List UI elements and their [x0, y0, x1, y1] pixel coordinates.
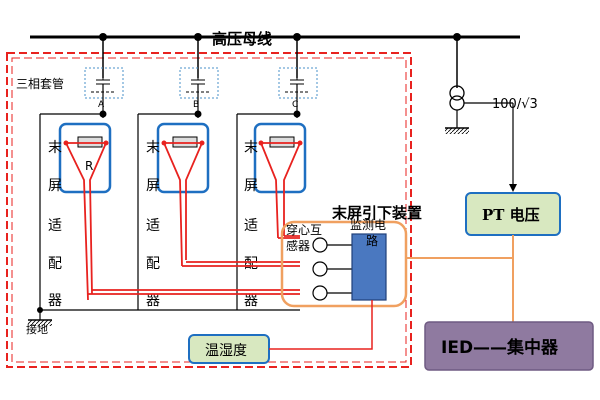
ct-label-line2: 感器: [286, 238, 310, 253]
monitor-label-line2: 路: [366, 233, 378, 248]
resistor-a-label: R: [85, 159, 93, 173]
adapter-a-box: [58, 122, 112, 194]
bushing-c-box: [278, 67, 318, 99]
temp-humidity-label: 温湿度: [205, 343, 247, 359]
monitor-label: 监测电 路: [350, 218, 390, 248]
adapter-b-char-4: 配: [146, 256, 160, 272]
adapter-c-box: [253, 122, 307, 194]
adapter-b-box: [156, 122, 210, 194]
monitor-circuit-box: [351, 233, 387, 301]
phase-b-label: B: [193, 100, 199, 110]
adapter-a-char-4: 配: [48, 256, 62, 272]
resistor-a: [77, 136, 103, 148]
bushing-label: 三相套管: [16, 76, 64, 91]
ground-label: 接地: [26, 323, 48, 336]
ct-coil-2: [312, 261, 328, 277]
device-to-ied-wire: [406, 257, 514, 322]
ct-coil-1: [312, 237, 328, 253]
adapter-c-char-3: 适: [244, 218, 258, 234]
device-label: 末屏引下装置: [332, 204, 422, 222]
adapter-a-char-2: 屏: [48, 178, 62, 194]
adapter-a-char-3: 适: [48, 218, 62, 234]
ground-symbol-left: [28, 310, 52, 326]
lead-down-device-box: [280, 220, 408, 308]
adapter-b-char-1: 末: [146, 140, 160, 156]
pt-ratio-label: 100/√3: [492, 97, 538, 112]
resistor-c: [269, 136, 295, 148]
adapter-c-char-2: 屏: [244, 178, 258, 194]
temp-humidity-wire: [269, 300, 373, 350]
adapter-a-char-1: 末: [48, 140, 62, 156]
pt-arrow-head: [509, 184, 517, 192]
pt-coil-bottom: [449, 95, 465, 111]
phase-a-group: A R 末 屏 适 配 器: [39, 33, 124, 310]
bushing-b-box: [179, 67, 219, 99]
pt-voltage-label: PT 电压: [482, 206, 540, 224]
bushing-enclosure-outer: [6, 52, 412, 368]
pt-transformer: [445, 33, 517, 192]
bus-label: 高压母线: [212, 30, 272, 48]
phase-a-label: A: [98, 100, 105, 110]
adapter-b-char-3: 适: [146, 218, 160, 234]
adapter-b-char-5: 器: [146, 293, 160, 309]
phase-c-group: C 末 屏 适 配 器: [236, 33, 318, 310]
ied-concentrator-box: [424, 321, 594, 371]
ct-coil-3: [312, 285, 328, 301]
pt-coil-top: [449, 85, 465, 101]
ct-label-line1: 穿心互: [286, 222, 322, 237]
monitor-label-line1: 监测电: [350, 218, 386, 232]
adapter-c-char-1: 末: [244, 140, 258, 156]
signal-wire-a: [88, 289, 300, 295]
bushing-a-box: [84, 67, 124, 99]
phase-b-group: B 末 屏 适 配 器: [137, 33, 219, 310]
ied-label: IED——集中器: [441, 337, 559, 358]
adapter-c-char-5: 器: [244, 293, 258, 309]
adapter-c-char-4: 配: [244, 256, 258, 272]
phase-c-label: C: [292, 100, 298, 110]
adapter-b-char-2: 屏: [146, 178, 160, 194]
ct-label: 穿心互 感器: [286, 222, 326, 253]
adapter-a-char-5: 器: [48, 293, 62, 309]
resistor-b: [172, 136, 198, 148]
